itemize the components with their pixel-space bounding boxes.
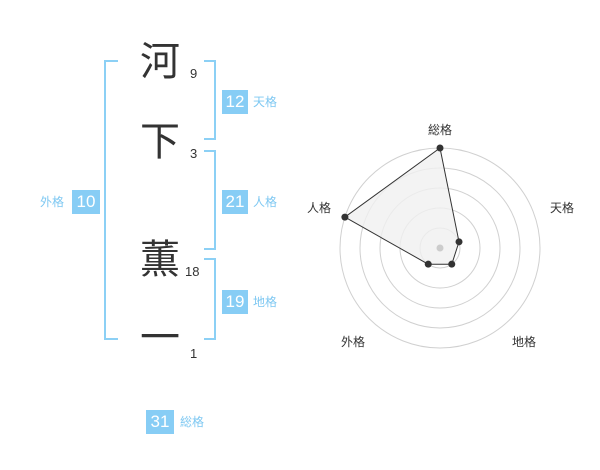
stroke-count-1: 9 [190, 66, 198, 81]
radar-point-1 [455, 238, 463, 246]
tenkaku-bracket [204, 60, 216, 140]
name-char-2: 下 [140, 119, 180, 165]
axis-label-chikaku: 地格 [512, 334, 536, 349]
gaikaku-bracket [104, 60, 118, 340]
tenkaku-label: 天格 [253, 95, 278, 109]
chikaku-bracket [204, 258, 216, 340]
axis-label-soukaku: 総格 [428, 122, 452, 137]
radar-center-dot [436, 244, 444, 252]
radar-point-0 [436, 144, 444, 152]
stroke-count-4: 1 [190, 346, 198, 361]
stroke-count-3: 18 [185, 264, 200, 279]
radar-point-2 [448, 260, 456, 268]
name-char-3: 薫 [140, 237, 180, 283]
jinkaku-bracket [204, 150, 216, 250]
radar-point-4 [341, 213, 349, 221]
axis-label-tenkaku: 天格 [550, 200, 574, 215]
jinkaku-label: 人格 [253, 195, 278, 209]
tenkaku-badge: 12 [222, 90, 248, 114]
chikaku-badge: 19 [222, 290, 248, 314]
soukaku-label: 総格 [180, 415, 205, 429]
radar-point-3 [424, 260, 432, 268]
stroke-count-2: 3 [190, 146, 198, 161]
name-char-1: 河 [140, 39, 180, 85]
gaikaku-badge: 10 [72, 190, 100, 214]
soukaku-badge: 31 [146, 410, 174, 434]
axis-label-gaikaku: 外格 [341, 334, 365, 349]
radar-points [341, 144, 463, 268]
jinkaku-badge: 21 [222, 190, 248, 214]
axis-label-jinkaku: 人格 [307, 200, 331, 215]
chikaku-label: 地格 [253, 295, 278, 309]
gaikaku-label: 外格 [40, 195, 65, 209]
name-char-4: 一 [140, 315, 180, 361]
radar-polygon [343, 147, 460, 265]
